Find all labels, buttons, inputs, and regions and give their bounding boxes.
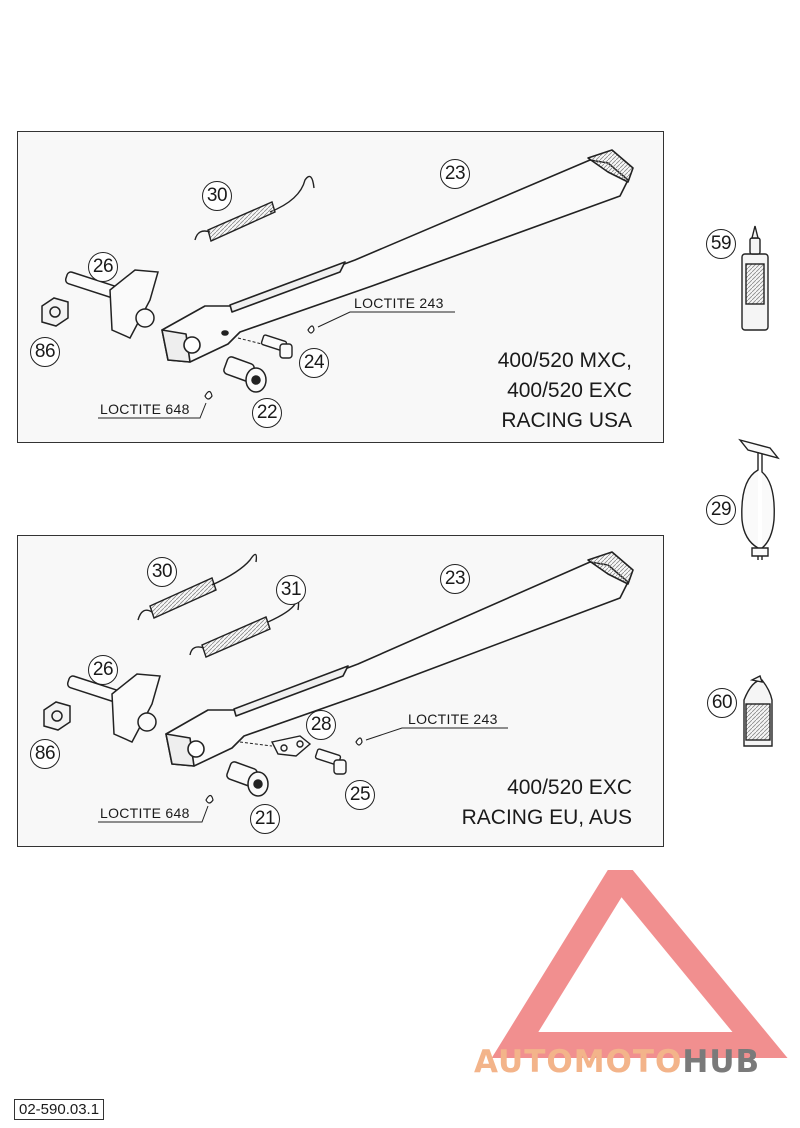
watermark-brand-part2: HUB xyxy=(682,1044,761,1080)
callout-30-bottom: 30 xyxy=(147,557,177,587)
watermark-brand-part1: AUTOMOTO xyxy=(474,1044,683,1080)
model-line-2: RACING EU, AUS xyxy=(461,806,632,829)
callout-26-top: 26 xyxy=(88,252,118,282)
loctite-648-label-top: LOCTITE 648 xyxy=(100,401,190,417)
spring-bottom-30 xyxy=(137,553,258,621)
pivot-bolt-bottom xyxy=(66,673,161,743)
screw-bottom xyxy=(314,748,347,775)
callout-23-top: 23 xyxy=(440,159,470,189)
automotohub-logo-icon xyxy=(491,870,788,1058)
loctite-243-label-top: LOCTITE 243 xyxy=(354,295,444,311)
callout-23-bottom: 23 xyxy=(440,564,470,594)
loctite-648-label-bottom: LOCTITE 648 xyxy=(100,805,190,821)
callout-86-bottom: 86 xyxy=(30,739,60,769)
nut-bottom xyxy=(43,701,71,731)
callout-24-top: 24 xyxy=(299,348,329,378)
model-line-3: RACING USA xyxy=(501,409,632,432)
callout-28-bottom: 28 xyxy=(306,710,336,740)
callout-21-bottom: 21 xyxy=(250,804,280,834)
bushing-bottom xyxy=(226,761,269,797)
callout-31-bottom: 31 xyxy=(276,575,306,605)
side-stand-bottom xyxy=(165,551,634,767)
callout-60: 60 xyxy=(707,688,737,718)
callout-26-bottom: 26 xyxy=(88,655,118,685)
spring-top xyxy=(194,175,315,242)
screw-top xyxy=(260,334,293,359)
loctite-bottle-icon xyxy=(741,225,769,331)
diagram-code: 02-590.03.1 xyxy=(14,1099,105,1120)
side-stand-top xyxy=(161,149,634,363)
loctite-243-label-bottom: LOCTITE 243 xyxy=(408,711,498,727)
watermark-text: AUTOMOTOHUB xyxy=(474,1044,760,1080)
grease-tube-icon xyxy=(743,675,773,747)
model-line-1: 400/520 MXC, xyxy=(497,349,632,372)
model-label-top: 400/520 MXC, 400/520 EXC RACING USA xyxy=(498,346,632,436)
plate-bottom xyxy=(270,735,312,757)
callout-59: 59 xyxy=(706,229,736,259)
callout-25-bottom: 25 xyxy=(345,780,375,810)
spring-hook-tool-icon xyxy=(738,438,780,560)
callout-22-top: 22 xyxy=(252,398,282,428)
nut-top xyxy=(41,297,69,327)
model-line-2: 400/520 EXC xyxy=(507,379,632,402)
callout-29: 29 xyxy=(706,495,736,525)
callout-30-top: 30 xyxy=(202,181,232,211)
callout-86-top: 86 xyxy=(30,337,60,367)
model-line-1: 400/520 EXC xyxy=(507,776,632,799)
spring-bottom-31 xyxy=(189,600,300,658)
model-label-bottom: 400/520 EXC RACING EU, AUS xyxy=(462,773,632,833)
pivot-bolt-top xyxy=(64,269,159,339)
bushing-top xyxy=(223,356,267,393)
